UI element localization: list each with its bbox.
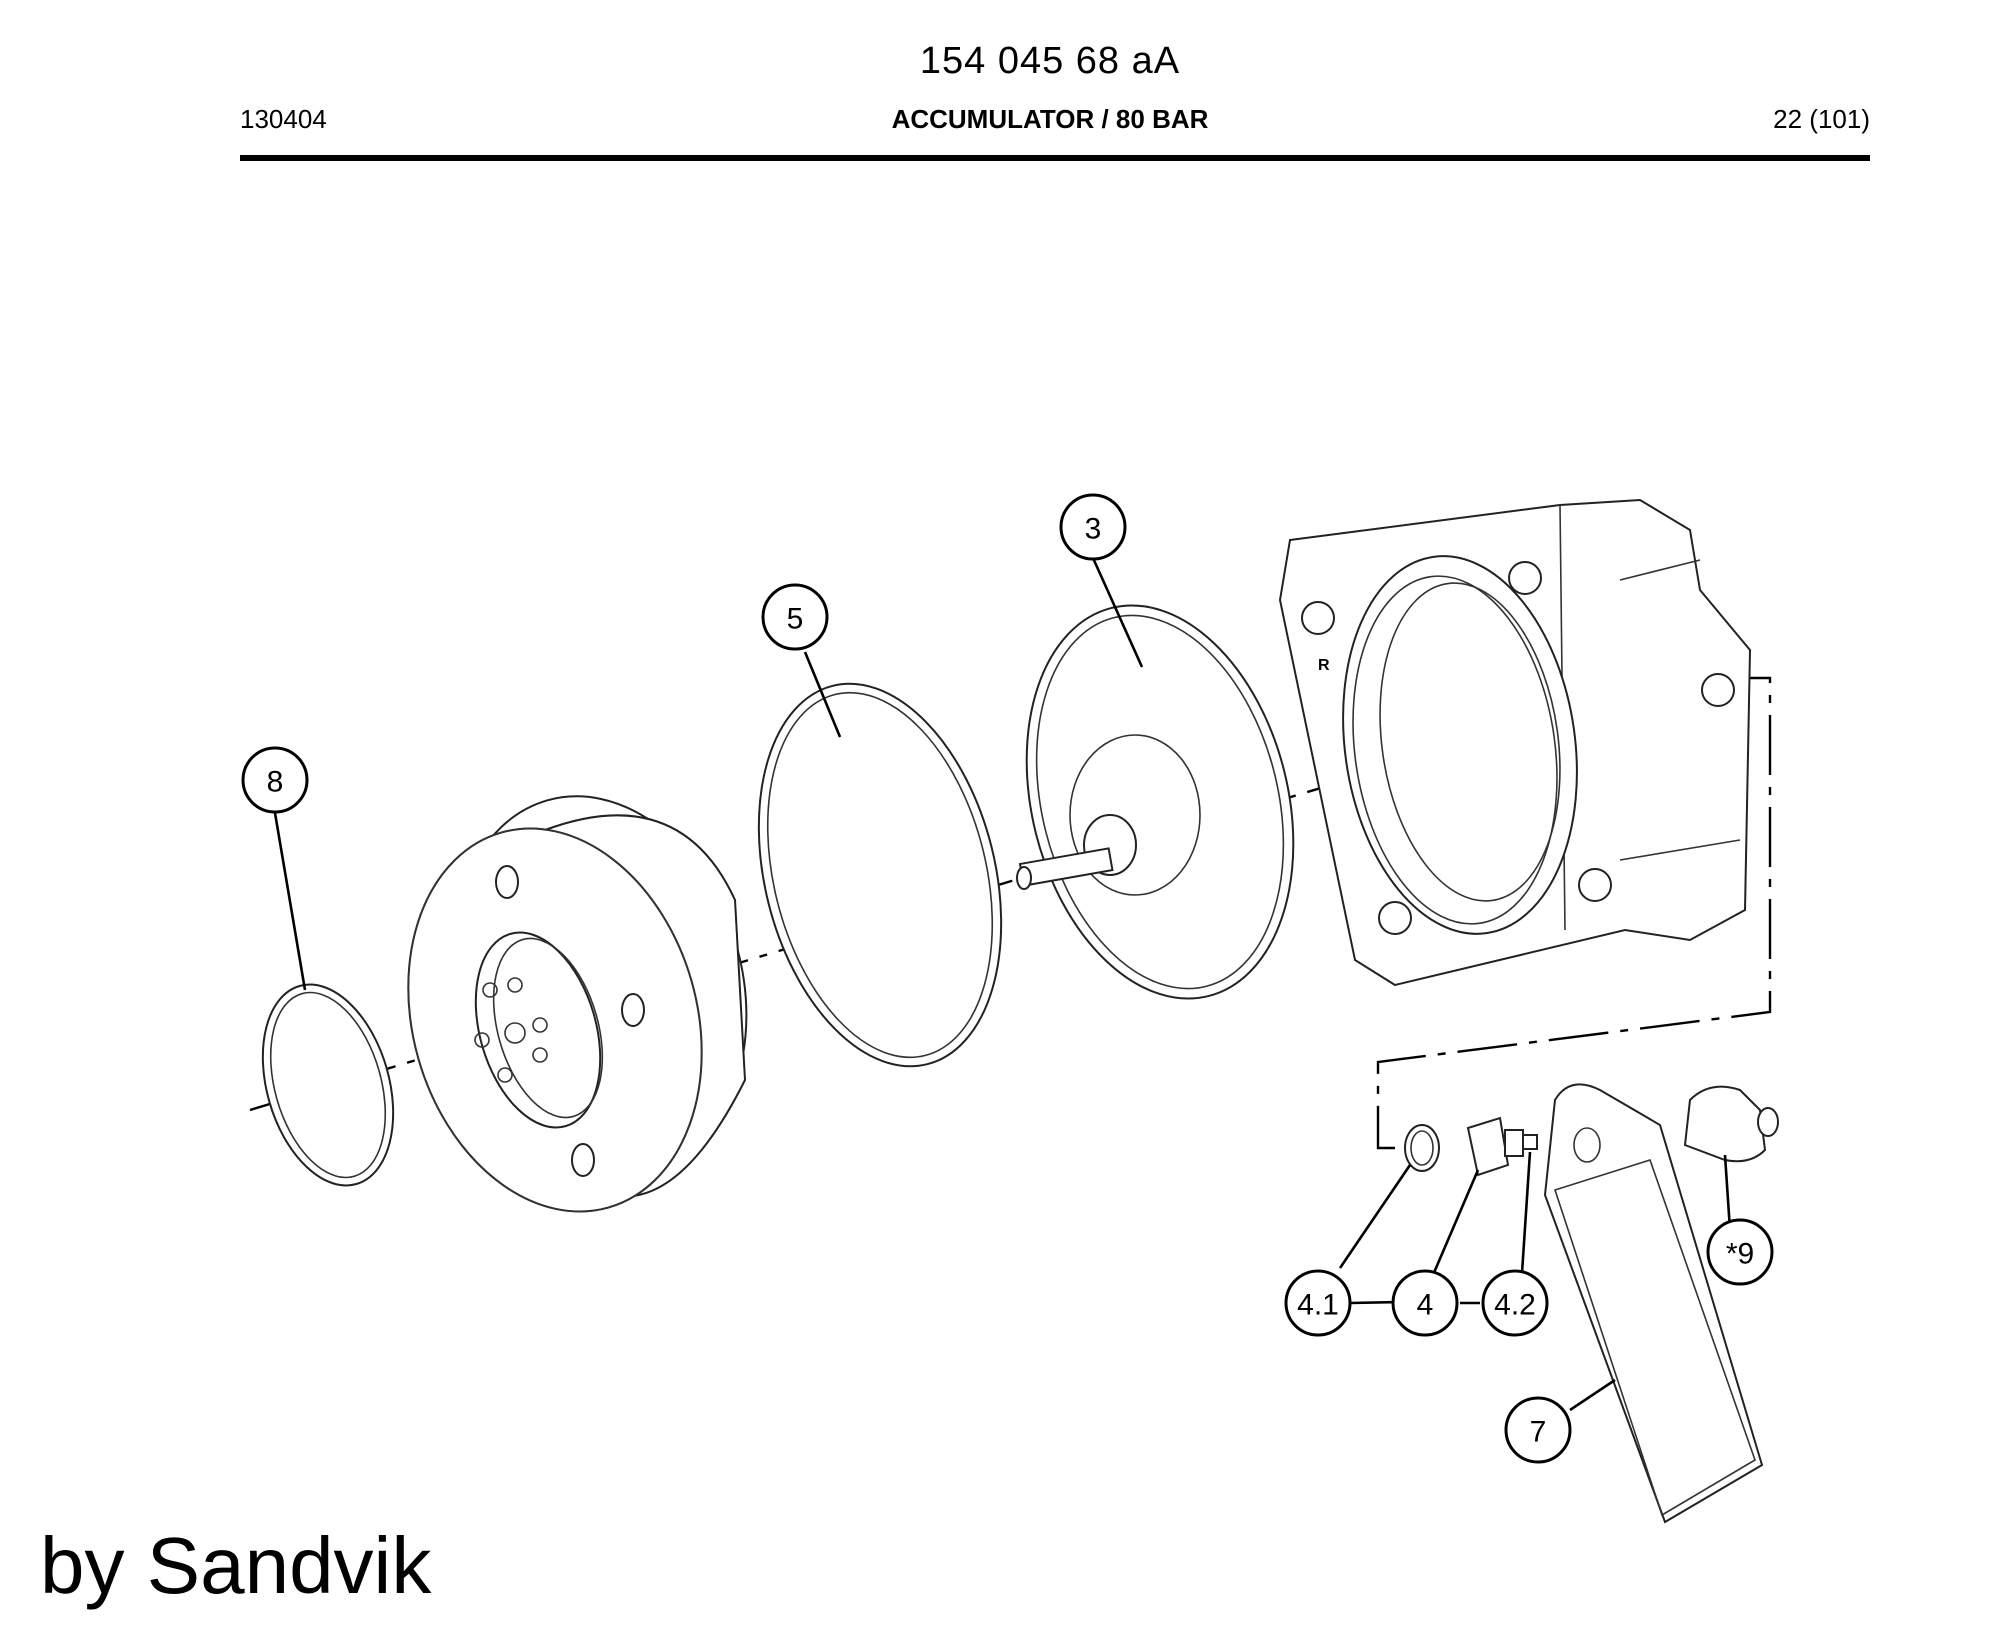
callout-4-label: 4 <box>1417 1289 1434 1322</box>
watermark: by Sandvik <box>40 1521 432 1610</box>
part-9-cap <box>1683 1085 1779 1163</box>
callout-3-label: 3 <box>1085 513 1102 546</box>
part-7-tag <box>1543 1083 1764 1524</box>
page-title: ACCUMULATOR / 80 BAR <box>891 104 1209 134</box>
callout-9: *9 <box>1706 1218 1774 1286</box>
part-3-diaphragm <box>1016 604 1295 1000</box>
part-5-o-ring <box>757 682 1003 1068</box>
header-rule <box>240 155 1870 161</box>
callout-8-label: 8 <box>267 766 284 799</box>
callout-4-2-label: 4.2 <box>1494 1289 1536 1322</box>
document-number: 154 045 68 aA <box>919 40 1181 82</box>
callout-4-1: 4.1 <box>1284 1269 1352 1337</box>
callout-4-1-label: 4.1 <box>1297 1289 1339 1322</box>
callout-7: 7 <box>1504 1396 1572 1464</box>
callout-5-label: 5 <box>787 603 804 636</box>
callout-4: 4 <box>1391 1269 1459 1337</box>
callout-3: 3 <box>1059 493 1127 561</box>
callout-4-2: 4.2 <box>1481 1269 1549 1337</box>
callout-5: 5 <box>761 583 829 651</box>
part-8-o-ring <box>261 983 395 1187</box>
housing-mark: R <box>1318 657 1330 674</box>
branch-axis <box>1376 676 1772 1150</box>
part-4-valve <box>1404 1116 1538 1177</box>
callout-9-label: *9 <box>1726 1238 1754 1271</box>
callout-8: 8 <box>241 746 309 814</box>
callout-7-label: 7 <box>1530 1416 1547 1449</box>
end-cap-piston <box>407 795 748 1213</box>
page-number: 22 (101) <box>1773 104 1870 134</box>
date-code: 130404 <box>240 104 327 134</box>
accumulator-housing: R <box>1278 498 1752 987</box>
